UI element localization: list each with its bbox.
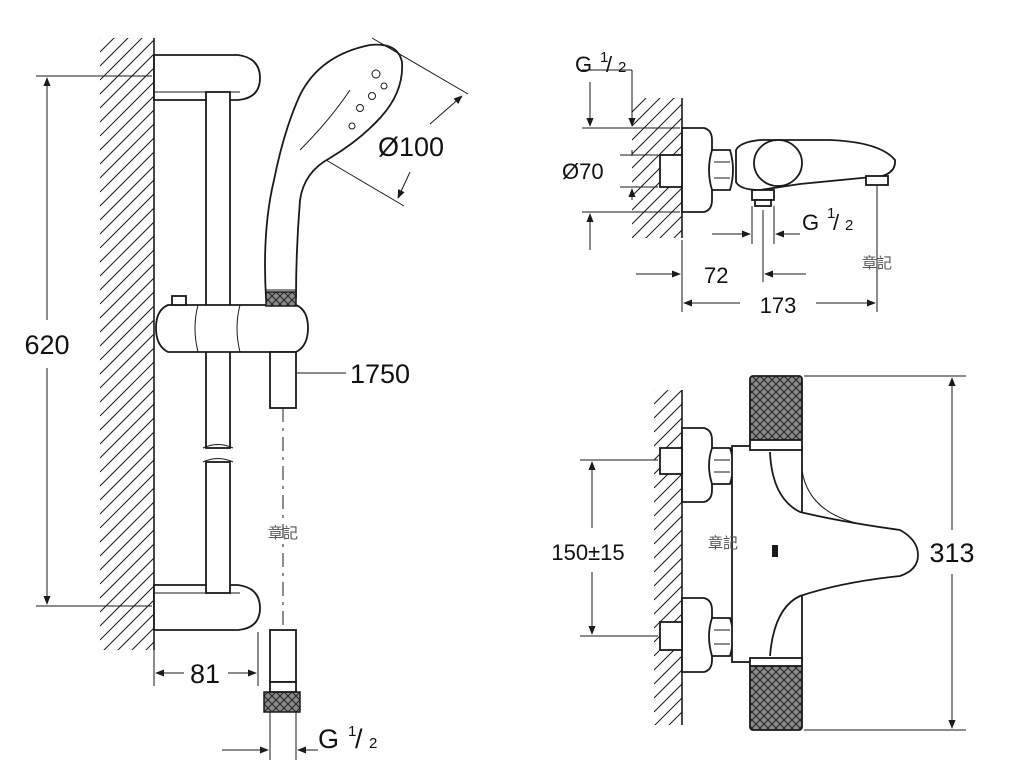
watermark-stamp-top: 章記 [862,254,892,272]
bottom-outlet [751,189,775,201]
svg-text:2: 2 [845,217,853,234]
svg-text:2: 2 [369,735,377,752]
control-knob [753,139,803,187]
svg-text:G: G [575,52,592,77]
svg-text:G: G [318,724,339,754]
upper-bracket [153,54,261,101]
wall-hatching-bottom [654,390,682,725]
hose-nut [263,691,301,713]
slider [155,304,309,353]
shower-hose [269,351,297,409]
hex-nut [708,149,734,191]
svg-text:/: / [606,52,613,77]
hose-connector [265,291,297,307]
dim-hose-length: 1750 [350,359,410,389]
svg-text:1: 1 [348,723,356,740]
dim-projection-total: 173 [760,293,797,318]
svg-text:/: / [355,724,363,754]
lower-hex-nut [708,617,734,657]
svg-text:1: 1 [600,49,608,66]
dim-projection-inlet: 72 [704,263,728,288]
dim-inlet-diameter: Ø70 [562,159,604,184]
shower-rail [205,91,231,449]
shower-rail-view: 620 Ø100 1750 81 G 1 / 2 章記 [24,37,469,760]
thermostat-front-view: 150±15 313 章記 [551,375,975,731]
svg-text:2: 2 [618,59,626,76]
svg-text:1: 1 [827,205,835,222]
wall-hatching-left [100,38,154,650]
dim-thread-hose: G 1 / 2 [318,723,377,754]
dim-thread-inlet: G 1 / 2 [575,49,626,77]
wall-flange [681,127,713,213]
upper-hex-nut [708,447,734,485]
dim-overall-height: 313 [929,538,974,568]
dim-head-diameter: Ø100 [378,132,444,162]
spout [769,451,919,657]
flow-handle [749,663,803,731]
wall-hatching-top [632,98,682,238]
dim-rail-depth: 81 [190,659,220,689]
watermark-stamp-bottom: 章記 [708,534,738,552]
thermostat-side-view: G 1 / 2 Ø70 G 1 / 2 72 [562,49,896,318]
hand-shower [264,43,403,299]
temperature-handle [749,375,803,443]
dim-thread-outlet: G 1 / 2 [802,205,853,235]
dim-rail-length: 620 [24,330,69,360]
svg-text:G: G [802,210,819,235]
svg-text:/: / [833,210,840,235]
dim-inlet-spacing: 150±15 [551,540,624,565]
watermark-stamp: 章記 [268,524,298,542]
lower-bracket [153,584,261,631]
